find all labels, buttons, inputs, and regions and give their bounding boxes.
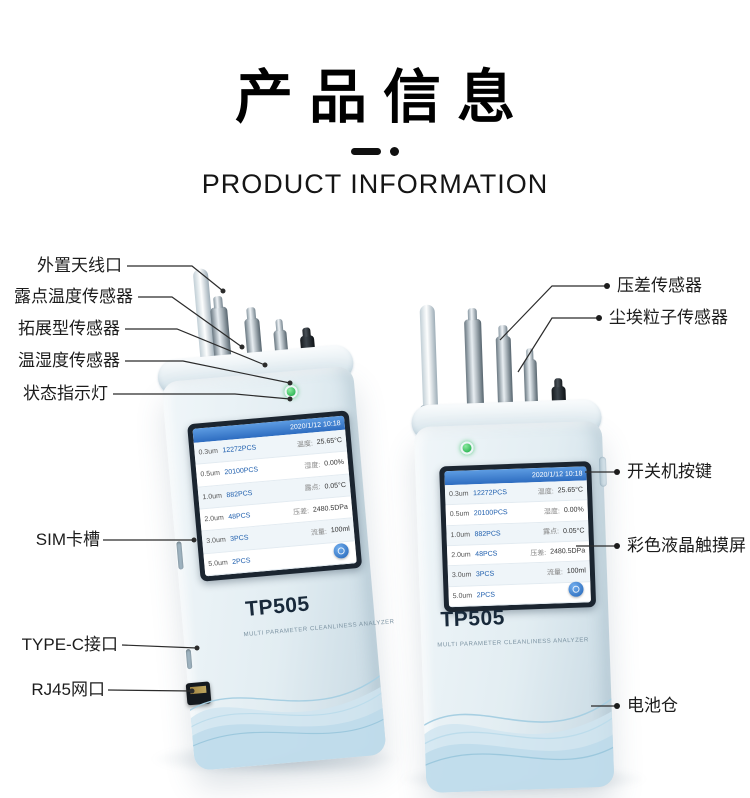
callout-label-type-c-port: TYPE-C接口 [21,635,118,654]
wave-decoration [421,631,615,794]
bullet-dot-icon [614,469,620,475]
bullet-dot-icon [614,703,620,709]
row-count: 3PCS [230,534,249,544]
callout-label-dew-point-sensor: 露点温度传感器 [14,287,133,306]
callout-label-power-button: 开关机按键 [614,462,712,482]
row-param: 流量: [546,569,563,577]
screen-content: 2020/1/12 10:18 0.3um 12272PCS 温度: 25.65… [192,415,357,577]
pressure-sensor-connector [464,318,485,412]
callout-label-status-indicator: 状态指示灯 [23,384,108,403]
row-param: 露点: [542,528,560,537]
row-param: 温度: [537,488,554,496]
power-button [598,456,607,487]
row-param: 湿度: [543,508,561,516]
bullet-dot-icon [604,283,610,289]
row-size: 2.0um [204,514,225,524]
status-led-icon [460,441,474,455]
row-value: 100ml [566,567,587,576]
row-value: 0.05°C [324,481,347,491]
row-count: 882PCS [474,530,501,539]
row-value: 25.65°C [557,486,584,495]
row-count: 20100PCS [473,509,508,518]
callout-label-antenna-port: 外置天线口 [37,256,122,275]
row-param: 压差: [530,549,547,557]
callout-label-battery-compartment: 电池仓 [614,696,678,716]
antenna [419,304,439,407]
row-value: 2480.5DPa [550,547,586,556]
screen-content: 2020/1/12 10:18 0.3um 12272PCS 温度: 25.65… [444,466,591,608]
callout-label-rj45-port: RJ45网口 [31,680,105,699]
row-count: 3PCS [475,571,495,579]
row-param: 温度: [296,440,314,449]
row-count: 2PCS [231,557,251,566]
callout-label-temp-humidity-sensor: 温湿度传感器 [18,351,120,370]
screen-time: 2020/1/12 10:18 [289,419,341,431]
status-led-icon [284,384,299,399]
callout-label-text: 电池仓 [627,696,678,715]
dust-particle-sensor-connector [495,335,514,409]
device-body: 2020/1/12 10:18 0.3um 12272PCS 温度: 25.65… [161,365,395,771]
callout-label-sim-slot: SIM卡槽 [35,530,100,549]
screen-time: 2020/1/12 10:18 [531,469,583,479]
device-screen: 2020/1/12 10:18 0.3um 12272PCS 温度: 25.65… [187,410,363,582]
callout-label-expansion-sensor: 拓展型传感器 [18,319,120,338]
row-size: 5.0um [208,559,229,568]
row-value: 0.00% [323,459,345,469]
row-value: 0.00% [563,506,584,515]
row-size: 5.0um [452,592,473,600]
row-value: 2480.5DPa [312,503,349,514]
device-screen: 2020/1/12 10:18 0.3um 12272PCS 温度: 25.65… [439,461,597,613]
bullet-dot-icon [596,315,602,321]
row-count: 48PCS [228,512,251,522]
callout-label-text: 尘埃粒子传感器 [609,308,728,327]
row-size: 0.3um [449,490,469,499]
divider-bar-icon [351,148,381,155]
row-size: 3.0um [206,536,227,546]
callout-label-touch-screen: 彩色液晶触摸屏 [614,536,746,556]
callout-label-text: 开关机按键 [627,462,712,481]
callout-label-dust-particle-sensor: 尘埃粒子传感器 [596,308,728,328]
callout-label-text: 压差传感器 [617,276,702,295]
row-param: 流量: [310,528,328,537]
row-count: 12272PCS [473,489,508,498]
row-param: 压差: [292,507,310,517]
bullet-dot-icon [614,543,620,549]
callout-label-pressure-sensor: 压差传感器 [604,276,702,296]
row-value: 100ml [330,526,351,535]
brand-label: TP505 [244,592,311,621]
row-size: 1.0um [202,492,223,502]
sim-card-slot [176,541,184,570]
callout-label-text: 彩色液晶触摸屏 [627,536,746,555]
row-size: 0.5um [200,470,221,479]
row-size: 3.0um [451,571,472,580]
wave-decoration [183,615,387,771]
row-param: 露点: [304,484,321,493]
device-body: 2020/1/12 10:18 0.3um 12272PCS 温度: 25.65… [413,420,615,794]
brand-label: TP505 [440,606,506,632]
row-count: 12272PCS [222,444,257,455]
page-title: 产品信息 [234,65,531,130]
title-divider [0,147,750,156]
row-value: 25.65°C [316,437,343,447]
row-value: 0.05°C [562,527,585,535]
row-size: 0.5um [449,510,470,519]
divider-dot-icon [390,147,399,156]
page-subtitle: PRODUCT INFORMATION [201,169,549,199]
row-count: 48PCS [475,550,498,559]
device-front: 2020/1/12 10:18 0.3um 12272PCS 温度: 25.65… [136,248,395,777]
row-count: 882PCS [226,489,253,500]
row-count: 2PCS [476,591,496,600]
row-param: 湿度: [304,461,321,471]
row-size: 1.0um [450,531,471,539]
row-count: 20100PCS [224,466,259,477]
row-size: 0.3um [198,447,219,457]
device-back: 2020/1/12 10:18 0.3um 12272PCS 温度: 25.65… [401,293,620,798]
row-size: 2.0um [451,551,471,560]
